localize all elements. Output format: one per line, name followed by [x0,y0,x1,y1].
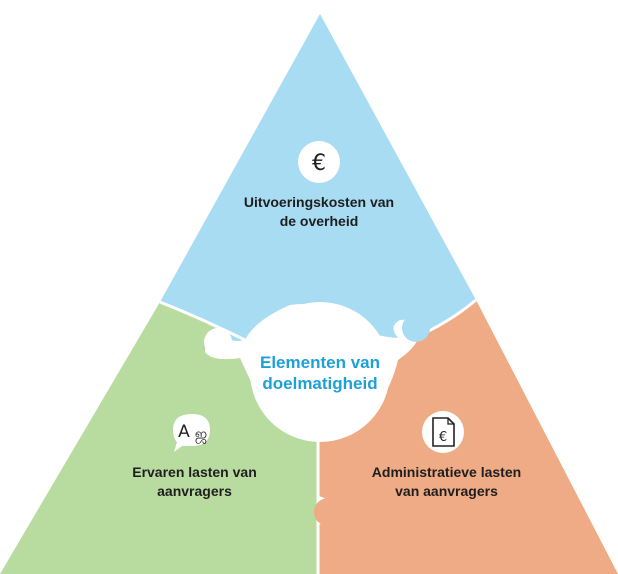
label-administrative-burden-line1: Administratieve lasten [371,464,522,480]
label-administrative-burden: Administratieve lasten van aanvragers [349,463,544,501]
center-title-line2: doelmatigheid [262,374,378,393]
svg-text:A: A [178,422,190,442]
label-experienced-burden-line1: Ervaren lasten van [132,464,257,480]
puzzle-knob-bottom [314,498,342,526]
center-title-line1: Elementen van [260,353,380,372]
euro-icon: € [298,141,340,183]
segment-left-experienced-burden [0,302,318,574]
label-government-costs-line1: Uitvoeringskosten van [243,194,395,210]
euro-document-icon: € [422,411,464,453]
label-experienced-burden: Ervaren lasten van aanvragers [97,463,292,501]
center-title: Elementen van doelmatigheid [240,352,400,394]
puzzle-knob-right [402,314,430,342]
label-experienced-burden-line2: aanvragers [157,483,232,499]
puzzle-knob-left [204,328,232,356]
translate-speech-icon: A ஜ [173,414,210,452]
label-administrative-burden-line2: van aanvragers [395,483,498,499]
center-circle [250,302,390,442]
label-government-costs-line2: de overheid [279,213,359,229]
svg-text:€: € [439,430,447,445]
svg-text:€: € [312,151,326,176]
label-government-costs: Uitvoeringskosten van de overheid [219,193,419,231]
segment-right-administrative-burden [318,300,618,574]
svg-text:ஜ: ஜ [195,425,208,444]
